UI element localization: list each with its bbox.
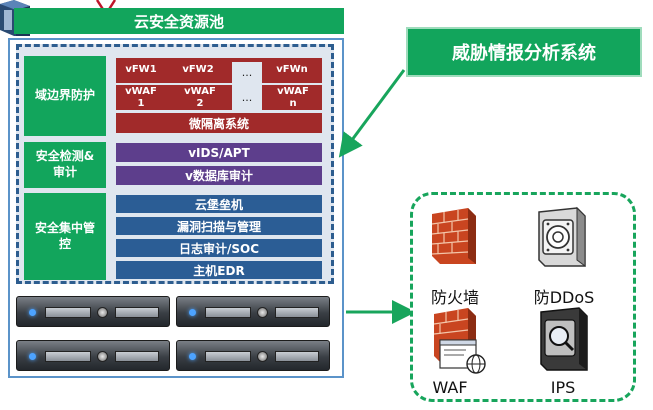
- group-label: 域边界防护: [34, 88, 95, 103]
- vuln-scan-bar: 漏洞扫描与管理: [116, 217, 322, 235]
- server-icon: [176, 340, 330, 371]
- waf-icon: [430, 306, 490, 376]
- log-audit-bar: 日志审计/SOC: [116, 239, 322, 257]
- device-label-waf: WAF: [432, 378, 468, 397]
- device-label-ips: IPS: [550, 378, 576, 397]
- bastion-bar: 云堡垒机: [116, 195, 322, 213]
- vids-apt-bar: vIDS/APT: [116, 143, 322, 162]
- vwaf-cell: vWAF 1: [125, 86, 157, 109]
- pool-title: 云安全资源池: [14, 8, 344, 34]
- grid-divider: [116, 83, 322, 85]
- group-label: 安全集中管控: [35, 220, 96, 251]
- intel-to-pool-arrow: [338, 69, 406, 158]
- threat-intel-box: 威胁情报分析系统: [406, 27, 642, 77]
- group-central-management: 安全集中管控: [24, 193, 106, 280]
- vwaf-cell: vWAF n: [277, 86, 309, 109]
- server-icon: [16, 340, 170, 371]
- micro-isolation-bar: 微隔离系统: [116, 113, 322, 133]
- vfw-cell: vFWn: [276, 64, 308, 75]
- vwaf-ellipsis: ...: [232, 85, 262, 110]
- group-label: 安全检测&审计: [35, 149, 95, 179]
- vfw-cell: vFW2: [182, 64, 214, 75]
- host-edr-bar: 主机EDR: [116, 261, 322, 279]
- group-boundary-protection: 域边界防护: [24, 56, 106, 136]
- vwaf-cell: vWAF 2: [184, 86, 216, 109]
- device-label-firewall: 防火墙: [430, 288, 479, 307]
- group-detection-audit: 安全检测&审计: [24, 142, 106, 188]
- ips-icon: [535, 306, 591, 372]
- firewall-icon: [428, 206, 480, 266]
- db-audit-bar: v数据库审计: [116, 166, 322, 185]
- server-icon: [16, 296, 170, 327]
- server-icon: [176, 296, 330, 327]
- anti-ddos-icon: [533, 206, 589, 268]
- device-label-anti-ddos: 防DDoS: [533, 288, 595, 307]
- vfw-cell: vFW1: [125, 64, 157, 75]
- vfw-ellipsis: ...: [232, 62, 262, 84]
